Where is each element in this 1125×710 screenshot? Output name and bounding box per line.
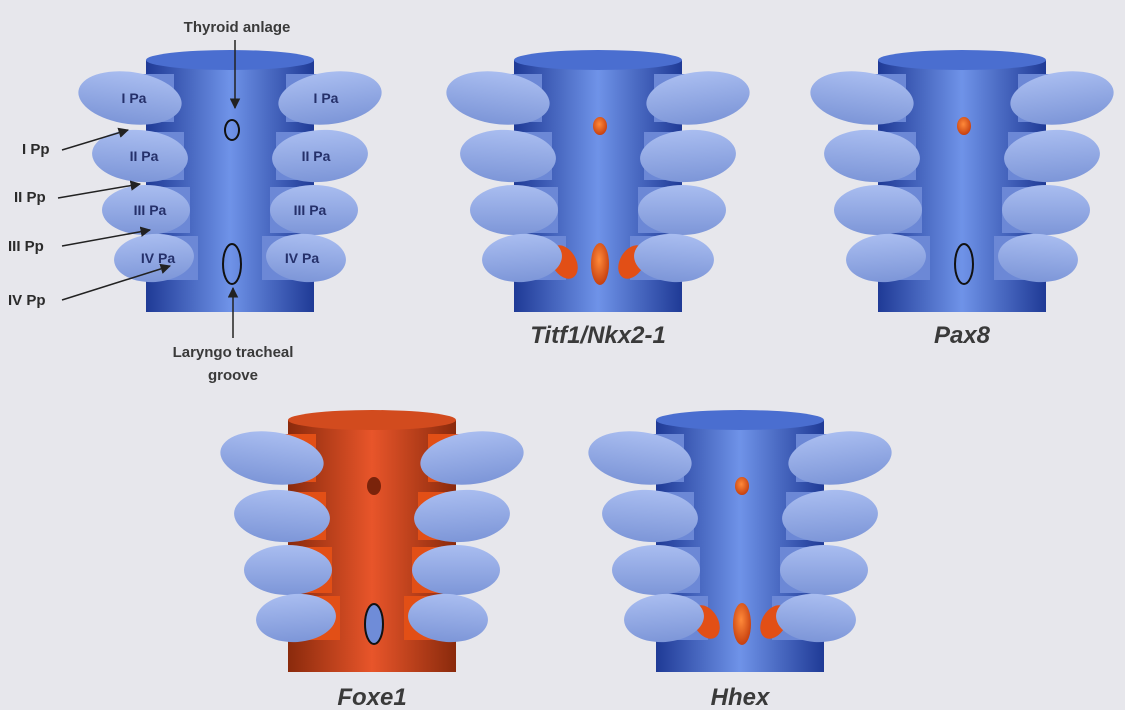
laryngotracheal-groove-outline xyxy=(365,604,383,644)
arch-label-left-3: III Pa xyxy=(134,202,167,218)
arch-label-left-2: II Pa xyxy=(130,148,159,164)
pharynx-diagram-reference: I Pa I Pa II Pa II Pa III Pa III Pa IV Pa IV Pa xyxy=(75,50,385,312)
arch-label-right-1: I Pa xyxy=(314,90,339,106)
thyroid-anlage-label: Thyroid anlage xyxy=(184,19,291,36)
tube-top-rim xyxy=(656,410,824,430)
laryngotracheal-groove-spot xyxy=(733,603,751,645)
arch-label-right-4: IV Pa xyxy=(285,250,319,266)
pharyngeal-arch xyxy=(470,185,558,235)
thyroid-anlage-spot xyxy=(735,477,749,495)
pharynx-diagram-titf1 xyxy=(443,50,753,312)
panel-titf1: Titf1/Nkx2-1 xyxy=(443,50,753,349)
thyroid-anlage-spot xyxy=(593,117,607,135)
pouch-label-3: III Pp xyxy=(8,238,44,255)
panel-title-pax8: Pax8 xyxy=(934,322,991,349)
pharynx-diagram-pax8 xyxy=(807,50,1117,312)
pharynx-diagram-hhex xyxy=(585,410,895,672)
tube-top-rim xyxy=(146,50,314,70)
panel-reference: I Pa I Pa II Pa II Pa III Pa III Pa IV Pa IV Pa xyxy=(75,50,385,312)
tube-top-rim xyxy=(288,410,456,430)
panel-title-hhex: Hhex xyxy=(711,684,771,710)
thyroid-anlage-spot xyxy=(367,477,381,495)
arch-label-right-3: III Pa xyxy=(294,202,327,218)
panel-hhex: Hhex xyxy=(585,410,895,710)
pharyngeal-arch xyxy=(780,545,868,595)
groove-label-line1: Laryngo tracheal xyxy=(173,344,294,361)
pharyngeal-arch xyxy=(412,545,500,595)
pharyngeal-arch xyxy=(638,185,726,235)
pharynx-diagram-foxe1 xyxy=(217,410,527,672)
pharyngeal-arch xyxy=(1002,185,1090,235)
groove-label-line2: groove xyxy=(208,367,258,384)
panel-title-titf1: Titf1/Nkx2-1 xyxy=(530,322,666,349)
tube-top-rim xyxy=(514,50,682,70)
arch-label-left-4: IV Pa xyxy=(141,250,175,266)
panel-title-foxe1: Foxe1 xyxy=(337,684,406,710)
pharyngeal-arch xyxy=(244,545,332,595)
arch-label-right-2: II Pa xyxy=(302,148,331,164)
pouch-label-2: II Pp xyxy=(14,189,46,206)
laryngotracheal-groove-spot xyxy=(591,243,609,285)
tube-top-rim xyxy=(878,50,1046,70)
pharyngeal-arch xyxy=(834,185,922,235)
pouch-label-4: IV Pp xyxy=(8,292,46,309)
arch-label-left-1: I Pa xyxy=(122,90,147,106)
pouch-label-1: I Pp xyxy=(22,141,50,158)
pharyngeal-arch xyxy=(612,545,700,595)
panel-pax8: Pax8 xyxy=(807,50,1117,349)
thyroid-anlage-spot xyxy=(957,117,971,135)
panel-foxe1: Foxe1 xyxy=(217,410,527,710)
